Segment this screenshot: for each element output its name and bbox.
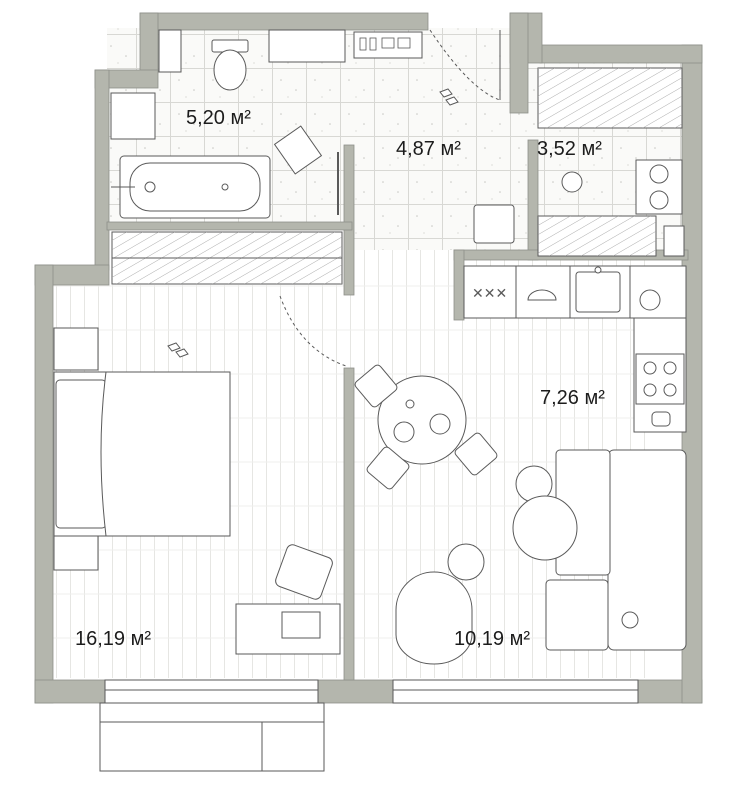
dining-set	[354, 364, 498, 490]
slippers-icon	[439, 88, 459, 106]
room-area-label: 10,19 м²	[454, 628, 530, 650]
room-area-label: 4,87 м²	[396, 138, 461, 160]
window-living	[392, 679, 639, 704]
room-area-label: 16,19 м²	[75, 628, 151, 650]
kettle-icon	[651, 411, 671, 427]
dining-chair-2	[454, 432, 498, 476]
room-area-label: 7,26 м²	[540, 387, 605, 409]
kitchen-fixtures: ✕✕✕	[463, 265, 687, 433]
desk-chair	[275, 544, 333, 600]
walls	[34, 12, 703, 704]
balcony	[99, 702, 325, 772]
storage-item-icon	[561, 171, 583, 193]
window-bedroom	[104, 679, 319, 704]
storage-fixtures	[537, 67, 685, 257]
entrance-door-swing	[429, 29, 501, 101]
slippers-icon-2	[167, 342, 189, 358]
shelf-unit	[158, 29, 182, 73]
dining-table	[377, 375, 467, 465]
sofa-back	[607, 449, 687, 651]
laundry-basket	[273, 125, 323, 175]
laptop-icon	[281, 611, 321, 639]
dishes-icon	[527, 289, 557, 301]
sofa-seat	[545, 579, 609, 651]
armchair	[395, 571, 473, 665]
area-labels: 5,20 м² 4,87 м² 3,52 м² 7,26 м² 16,19 м²…	[75, 107, 605, 650]
hall-stool	[473, 204, 515, 244]
coffee-table	[512, 495, 578, 561]
sink-tap-icon	[594, 266, 602, 274]
svg-text:✕✕✕: ✕✕✕	[472, 286, 507, 302]
blanket	[100, 371, 231, 537]
lounge-set	[395, 449, 687, 665]
stove	[635, 353, 685, 405]
bath-cabinet	[268, 29, 346, 63]
small-cabinet	[663, 225, 685, 257]
person-icon	[621, 611, 639, 629]
bedroom-fixtures	[53, 295, 347, 655]
dining-chair-1	[354, 364, 398, 408]
toilet-bowl	[213, 49, 247, 91]
frying-pan-icon	[639, 289, 661, 311]
corridor-closet	[111, 231, 343, 285]
bathtub-overflow-icon	[221, 183, 229, 191]
washbasin-cabinet	[110, 92, 156, 140]
ottoman	[447, 543, 485, 581]
dryer-drum-icon	[649, 190, 669, 210]
room-area-label: 5,20 м²	[186, 107, 251, 129]
plate-icon	[393, 421, 415, 443]
bathtub-drain-icon	[144, 181, 156, 193]
nightstand-bottom	[53, 535, 99, 571]
windows	[99, 679, 639, 772]
dining-chair-3	[366, 446, 410, 490]
kitchen-sink	[575, 271, 621, 313]
plate-icon-2	[429, 413, 451, 435]
bathroom-fixtures	[110, 29, 346, 219]
cup-icon	[405, 399, 415, 409]
nightstand-top	[53, 327, 99, 371]
bed-pillows	[55, 379, 107, 529]
washer-drum-icon	[649, 164, 669, 184]
hall-fixtures	[353, 29, 515, 244]
room-area-label: 3,52 м²	[537, 138, 602, 160]
